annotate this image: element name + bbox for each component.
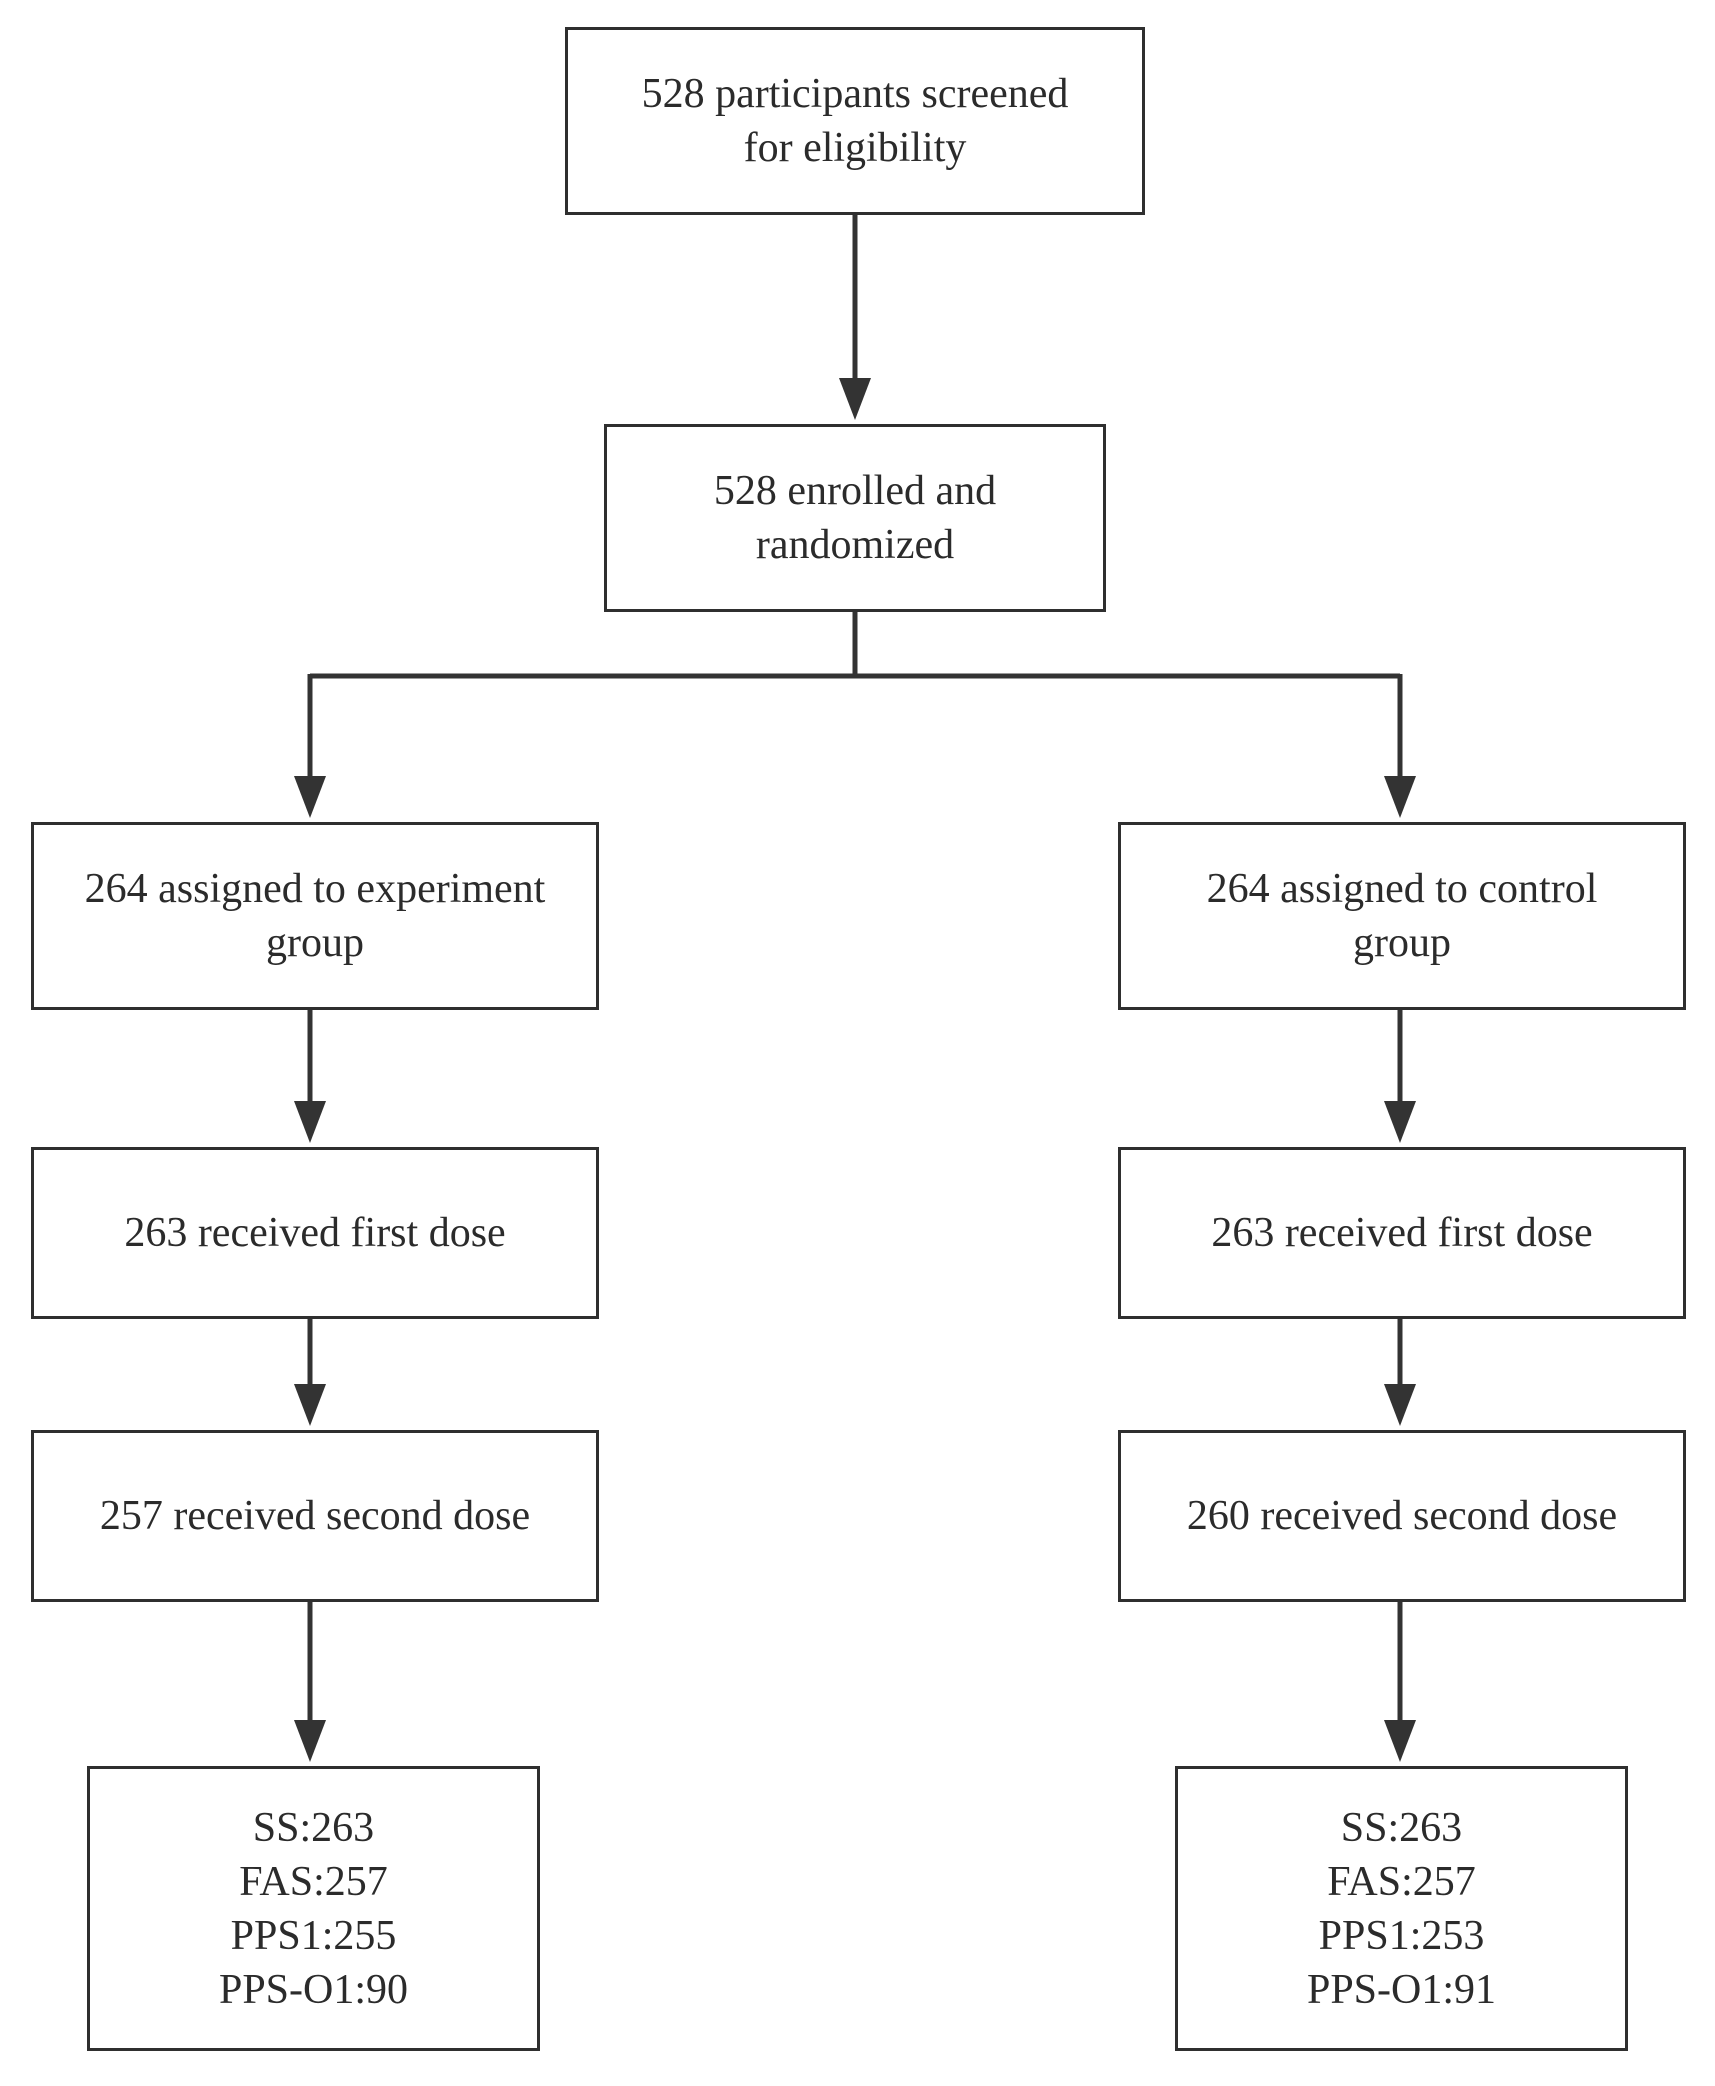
control-first-dose-box: 263 received first dose (1118, 1147, 1686, 1319)
control-result-pps-o1: PPS-O1:91 (1306, 1966, 1497, 2013)
experiment-group-box: 264 assigned to experiment group (31, 822, 599, 1010)
arrowhead-ctl-first (1384, 1101, 1416, 1143)
control-group-box: 264 assigned to control group (1118, 822, 1686, 1010)
control-assigned-label: 264 assigned to control group (1206, 866, 1598, 966)
control-result-fas: FAS:257 (1327, 1858, 1476, 1905)
arrowhead-ctl-results (1384, 1720, 1416, 1762)
control-result-ss: SS:263 (1340, 1804, 1463, 1851)
experiment-second-dose-label: 257 received second dose (99, 1493, 531, 1539)
enrolled-randomized-box: 528 enrolled and randomized (604, 424, 1106, 612)
screened-box: 528 participants screened for eligibilit… (565, 27, 1145, 215)
experiment-assigned-label: 264 assigned to experiment group (84, 866, 546, 966)
control-result-pps1: PPS1:253 (1318, 1912, 1485, 1959)
experiment-result-fas: FAS:257 (239, 1858, 388, 1905)
enrolled-label: 528 enrolled and randomized (713, 468, 997, 568)
experiment-result-pps-o1: PPS-O1:90 (218, 1966, 409, 2013)
control-first-dose-label: 263 received first dose (1211, 1210, 1593, 1256)
arrowhead-enrolled (839, 378, 871, 420)
control-second-dose-label: 260 received second dose (1186, 1493, 1618, 1539)
arrowhead-experiment (294, 776, 326, 818)
experiment-results-box: SS:263 FAS:257 PPS1:255 PPS-O1:90 (87, 1766, 540, 2051)
experiment-result-ss: SS:263 (252, 1804, 375, 1851)
arrowhead-exp-first (294, 1101, 326, 1143)
control-results-list: SS:263 FAS:257 PPS1:253 PPS-O1:91 (1307, 1801, 1496, 2017)
arrowhead-exp-second (294, 1384, 326, 1426)
control-results-box: SS:263 FAS:257 PPS1:253 PPS-O1:91 (1175, 1766, 1628, 2051)
experiment-second-dose-box: 257 received second dose (31, 1430, 599, 1602)
experiment-result-pps1: PPS1:255 (230, 1912, 397, 1959)
arrowhead-exp-results (294, 1720, 326, 1762)
experiment-first-dose-label: 263 received first dose (124, 1210, 506, 1256)
arrowhead-control (1384, 776, 1416, 818)
arrowhead-ctl-second (1384, 1384, 1416, 1426)
control-second-dose-box: 260 received second dose (1118, 1430, 1686, 1602)
experiment-first-dose-box: 263 received first dose (31, 1147, 599, 1319)
experiment-results-list: SS:263 FAS:257 PPS1:255 PPS-O1:90 (219, 1801, 408, 2017)
screened-label: 528 participants screened for eligibilit… (641, 71, 1069, 171)
